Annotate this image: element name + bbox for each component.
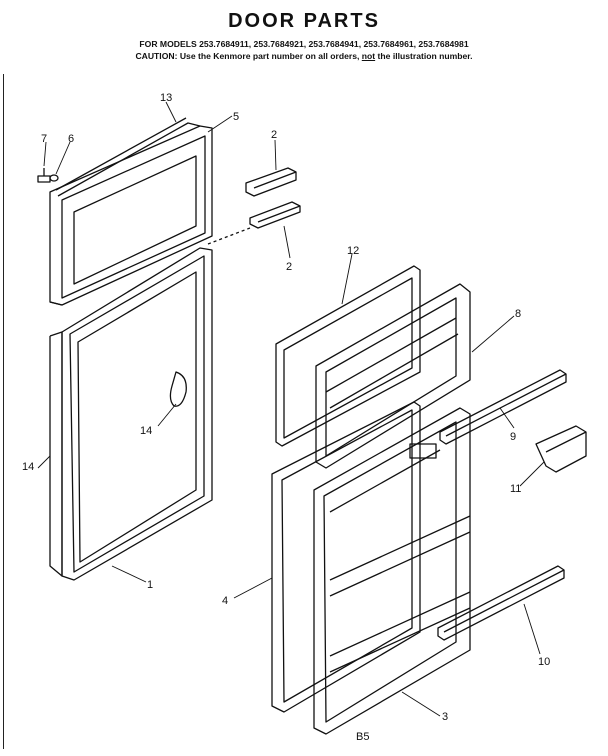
freezer-door-face (61, 135, 206, 299)
dairy-door (535, 425, 587, 473)
caution-emphasis: not (361, 51, 376, 61)
liner-8-shelf (325, 317, 457, 393)
hinge-bushing (49, 174, 59, 182)
leader-8 (471, 315, 515, 353)
page-title: DOOR PARTS (228, 10, 380, 32)
leader-7 (43, 141, 47, 167)
callout-10: 10 (538, 656, 550, 668)
freezer-door-edge (49, 301, 63, 306)
callout-1: 1 (147, 579, 153, 591)
caution-text-start: CAUTION: Use the Kenmore part number on … (135, 51, 362, 61)
shelf-bar-lower (437, 565, 565, 641)
callout-11: 11 (510, 483, 521, 495)
callout-5: 5 (233, 111, 239, 123)
fresh-food-door-outer (61, 247, 213, 581)
callout-6: 6 (68, 133, 74, 145)
liner-3-inner (323, 421, 457, 723)
callout-labels: 13 5 7 6 2 2 12 8 9 14 14 11 1 4 10 3 (22, 92, 550, 723)
caution-text-end: the illustration number. (375, 51, 473, 61)
freezer-door (49, 125, 213, 306)
bar-10-body (437, 565, 565, 641)
liner-3-shelf-2-lip (329, 531, 471, 597)
liner-3-shelf-3-lip (329, 607, 471, 673)
liner-3-shelf-3 (329, 591, 471, 657)
door-handle-grip (169, 371, 187, 407)
gasket-12-outer (275, 265, 421, 447)
handle-lower-edge (257, 205, 301, 223)
freezer-handle (207, 167, 301, 245)
callout-2-lower: 2 (286, 261, 292, 273)
leader-1 (111, 565, 147, 583)
page-reference: B5 (356, 731, 370, 743)
handle-upper (245, 167, 297, 197)
callout-8: 8 (515, 308, 521, 320)
liner-3-shelf-2 (329, 515, 471, 581)
leader-14b (37, 455, 51, 469)
caution-note: CAUTION: Use the Kenmore part number on … (0, 51, 608, 61)
handle-lower (249, 201, 301, 229)
bar-10-edge (443, 569, 565, 633)
leader-13 (165, 101, 177, 123)
leader-5 (207, 115, 233, 133)
bar-9-edge (445, 373, 567, 437)
liner-3-shelf-1 (329, 449, 441, 513)
callout-2-upper: 2 (271, 129, 277, 141)
dairy-compartment (409, 443, 437, 459)
liner-8-inner (325, 297, 457, 457)
handle-mount-line (207, 227, 251, 245)
bar-9-body (439, 369, 567, 445)
gasket-12-inner (283, 277, 413, 439)
leader-2b (283, 225, 291, 259)
callout-14-center: 14 (140, 425, 152, 437)
shelf-bar-upper (439, 369, 567, 445)
leader-2a (274, 139, 277, 171)
page-edge-line (3, 74, 4, 749)
leader-6 (55, 141, 71, 175)
callout-9: 9 (510, 431, 516, 443)
leader-14a (157, 403, 177, 427)
freezer-door-panel (73, 155, 197, 285)
gasket-4-outer (271, 401, 421, 713)
callout-7: 7 (41, 133, 47, 145)
leader-9 (499, 407, 515, 429)
callout-14-side: 14 (22, 461, 34, 473)
freezer-liner-gasket (275, 265, 421, 447)
leader-4 (233, 577, 273, 599)
leader-lines (37, 101, 545, 717)
leader-11 (519, 461, 545, 487)
leader-12 (341, 253, 353, 305)
hinge-washer (37, 175, 51, 183)
fresh-food-door-face (69, 255, 205, 573)
liner-8-shelf-lip (329, 333, 459, 409)
leader-3 (401, 691, 441, 717)
dairy-door-body (535, 425, 587, 473)
fresh-food-door (61, 247, 213, 581)
fresh-food-door-liner (313, 407, 471, 735)
hinge-parts (37, 168, 59, 183)
freezer-gasket (57, 122, 201, 197)
handle-upper-edge (253, 171, 297, 189)
callout-12: 12 (347, 245, 359, 257)
callout-4: 4 (222, 595, 228, 607)
dairy-door-edge (545, 431, 587, 453)
leader-10 (523, 603, 541, 655)
fresh-food-door-panel (77, 271, 197, 563)
callout-13: 13 (160, 92, 172, 104)
freezer-gasket-lip (55, 117, 187, 191)
callout-3: 3 (442, 711, 448, 723)
gasket-4-inner (281, 409, 413, 703)
fresh-food-gasket (271, 401, 421, 713)
model-list: FOR MODELS 253.7684911, 253.7684921, 253… (139, 39, 469, 49)
liner-3-outer (313, 407, 471, 735)
side-trim (49, 331, 63, 577)
